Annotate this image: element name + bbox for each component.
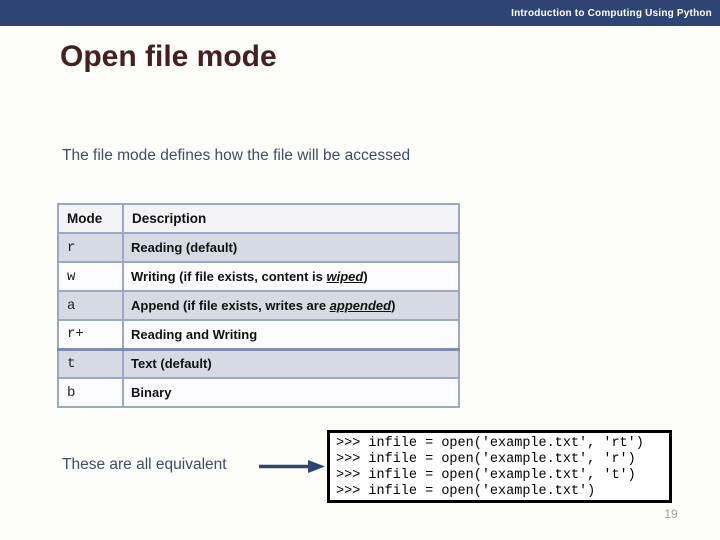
desc-text: Writing (if file exists, content is — [131, 269, 327, 284]
table-row: t Text (default) — [57, 347, 460, 379]
mode-description: Writing (if file exists, content is wipe… — [122, 261, 460, 292]
mode-description: Append (if file exists, writes are appen… — [122, 290, 460, 321]
desc-emphasis: wiped — [326, 269, 364, 284]
mode-value: b — [57, 377, 124, 408]
right-arrow-icon — [259, 460, 325, 473]
desc-text: Reading and Writing — [131, 326, 258, 342]
file-mode-table: Mode Description r Reading (default) w W… — [57, 203, 460, 408]
mode-value: r+ — [57, 319, 124, 350]
column-header-description: Description — [122, 203, 460, 234]
equivalence-label: These are all equivalent — [62, 456, 227, 473]
desc-text: Reading (default) — [131, 240, 238, 255]
subtitle-text: The file mode defines how the file will … — [62, 147, 411, 164]
top-banner: Introduction to Computing Using Python — [0, 0, 720, 26]
code-line: >>> infile = open('example.txt') — [336, 484, 596, 499]
desc-suffix: ) — [391, 298, 396, 313]
banner-title: Introduction to Computing Using Python — [511, 7, 712, 19]
mode-value: a — [57, 290, 124, 321]
table-row: a Append (if file exists, writes are app… — [57, 290, 460, 321]
mode-description: Binary — [122, 377, 460, 408]
desc-suffix: ) — [363, 269, 368, 284]
desc-emphasis: appended — [329, 298, 392, 313]
page-number: 19 — [664, 507, 678, 521]
page-title: Open file mode — [60, 40, 277, 73]
table-row: r+ Reading and Writing — [57, 319, 460, 350]
mode-value: r — [57, 232, 124, 263]
table-row: r Reading (default) — [57, 232, 460, 263]
mode-description: Reading (default) — [122, 232, 460, 263]
mode-value: w — [57, 261, 124, 292]
code-line: >>> infile = open('example.txt', 't') — [336, 468, 636, 483]
mode-value: t — [57, 347, 124, 379]
mode-description: Text (default) — [122, 347, 460, 379]
mode-description: Reading and Writing — [122, 319, 460, 350]
code-line: >>> infile = open('example.txt', 'rt') — [336, 436, 644, 451]
table-header-row: Mode Description — [57, 203, 460, 234]
code-line: >>> infile = open('example.txt', 'r') — [336, 452, 636, 467]
desc-text: Append (if file exists, writes are — [131, 298, 330, 313]
desc-text: Binary — [131, 385, 172, 400]
table-row: b Binary — [57, 377, 460, 408]
table-row: w Writing (if file exists, content is wi… — [57, 261, 460, 292]
python-console-snippet: >>> infile = open('example.txt', 'rt') >… — [327, 430, 672, 503]
column-header-mode: Mode — [57, 203, 124, 234]
desc-text: Text (default) — [131, 356, 212, 372]
